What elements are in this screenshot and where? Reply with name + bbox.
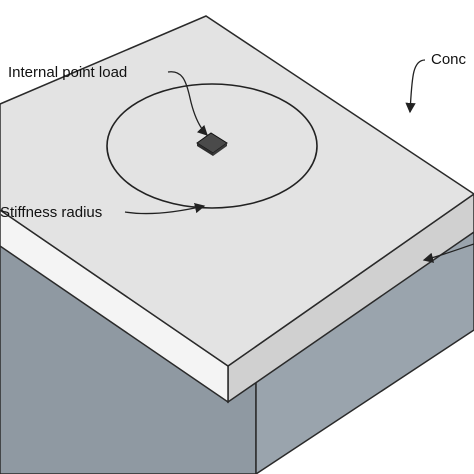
concrete-leader	[405, 59, 426, 114]
load-plate-side-right	[213, 143, 227, 156]
concrete-label: Conc	[431, 51, 467, 68]
internal-point-load-leader	[167, 71, 208, 136]
subgrade-leader	[422, 243, 474, 263]
internal-point-load-label: Internal point load	[8, 64, 127, 81]
load-plate-side	[197, 143, 213, 156]
stiffness-radius-label: Stiffness radius	[0, 204, 102, 221]
stiffness-radius-leader	[124, 202, 206, 215]
slab-top-face	[0, 15, 474, 367]
stiffness-radius-circle	[106, 83, 318, 209]
